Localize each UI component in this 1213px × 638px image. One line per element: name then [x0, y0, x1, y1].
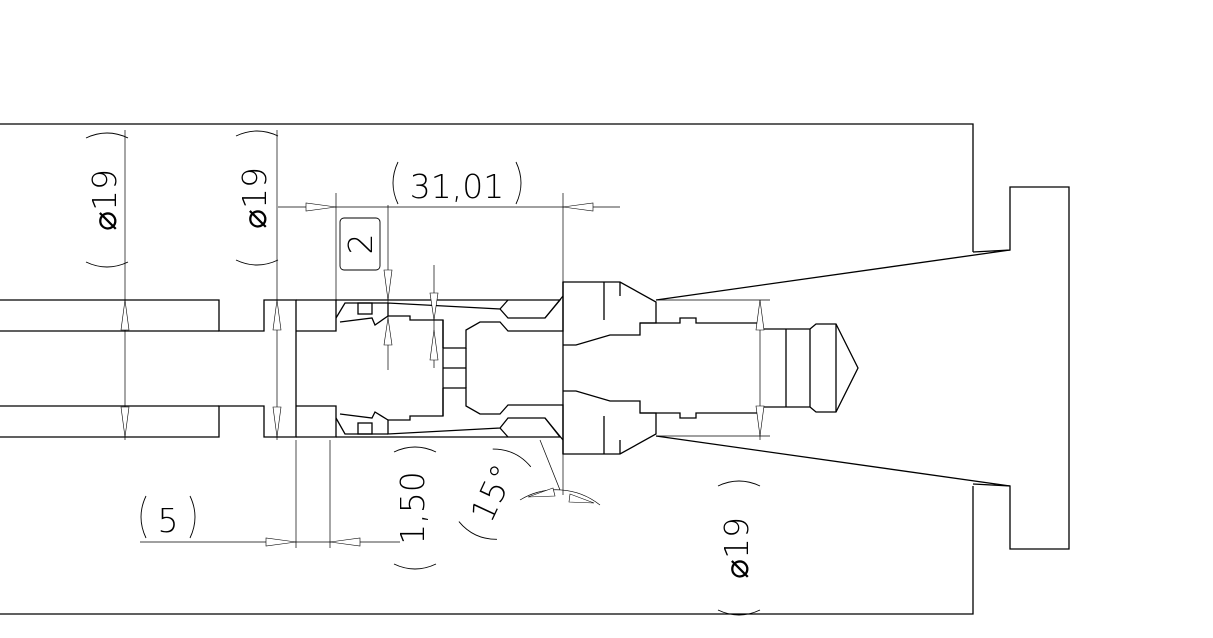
arrow-dia-mid-bottom — [272, 406, 282, 438]
arrow-step-bottom — [429, 329, 439, 361]
svg-text:2: 2 — [341, 234, 380, 255]
dim-dia-right: ⌀19 — [717, 480, 761, 616]
plunger — [442, 281, 657, 455]
arrow-dia-mid-top — [272, 299, 282, 331]
tip — [640, 317, 859, 419]
dim-angle: 15° — [458, 448, 532, 540]
arrow-angle-right — [568, 493, 595, 504]
svg-text:⌀19: ⌀19 — [235, 167, 274, 229]
svg-text:1,50: 1,50 — [393, 471, 432, 544]
collet-upper — [296, 295, 564, 348]
arrow-gap-top — [383, 269, 393, 301]
arrow-dia-right-bottom — [755, 405, 765, 437]
right-handle — [655, 186, 1070, 550]
collet-lower — [296, 388, 564, 441]
svg-text:⌀19: ⌀19 — [717, 517, 756, 579]
dim-gap: 2 — [339, 217, 381, 271]
dim-step: 1,50 — [393, 446, 437, 570]
dim-offset: 5 — [140, 495, 196, 540]
arrow-offset-right — [329, 537, 361, 547]
dimension-labels: ⌀19 ⌀19 31,01 2 5 1,50 15° — [85, 130, 761, 616]
arrow-dia-left-bottom — [120, 406, 130, 438]
fixture-block — [0, 123, 974, 615]
svg-text:15°: 15° — [463, 458, 523, 528]
arrow-length-right — [562, 202, 594, 212]
svg-text:31,01: 31,01 — [410, 167, 504, 206]
left-rod — [0, 299, 297, 438]
arrow-step-top — [429, 292, 439, 321]
arrow-offset-left — [265, 537, 297, 547]
dim-length-total: 31,01 — [392, 161, 522, 206]
arrow-dia-right-top — [755, 299, 765, 331]
svg-text:⌀19: ⌀19 — [85, 169, 124, 231]
arrow-length-left — [305, 202, 337, 212]
dimension-lines — [124, 130, 770, 548]
arrow-dia-left-top — [120, 299, 130, 331]
arrow-angle-left — [527, 487, 556, 498]
dim-dia-left: ⌀19 — [85, 132, 129, 268]
arrowheads — [120, 202, 765, 547]
dim-dia-mid: ⌀19 — [235, 130, 279, 266]
svg-text:5: 5 — [158, 501, 179, 540]
arrow-gap-bottom — [383, 317, 393, 346]
